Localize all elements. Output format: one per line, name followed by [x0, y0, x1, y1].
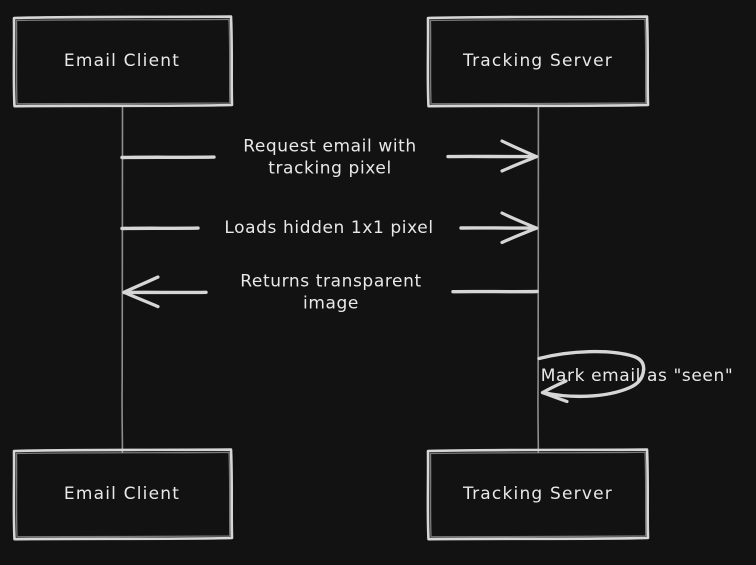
participant-box-email-client-bottom[interactable] — [12, 448, 234, 541]
participant-box-email-client-top[interactable] — [12, 15, 234, 108]
message-arrow-request-email[interactable] — [120, 139, 539, 173]
participant-box-tracking-server-top[interactable] — [426, 15, 650, 108]
participant-box-tracking-server-bottom[interactable] — [426, 448, 650, 541]
message-self-loop-mark-seen[interactable] — [537, 349, 646, 404]
message-arrow-returns-image[interactable] — [122, 275, 539, 309]
message-arrow-loads-pixel[interactable] — [120, 211, 539, 245]
